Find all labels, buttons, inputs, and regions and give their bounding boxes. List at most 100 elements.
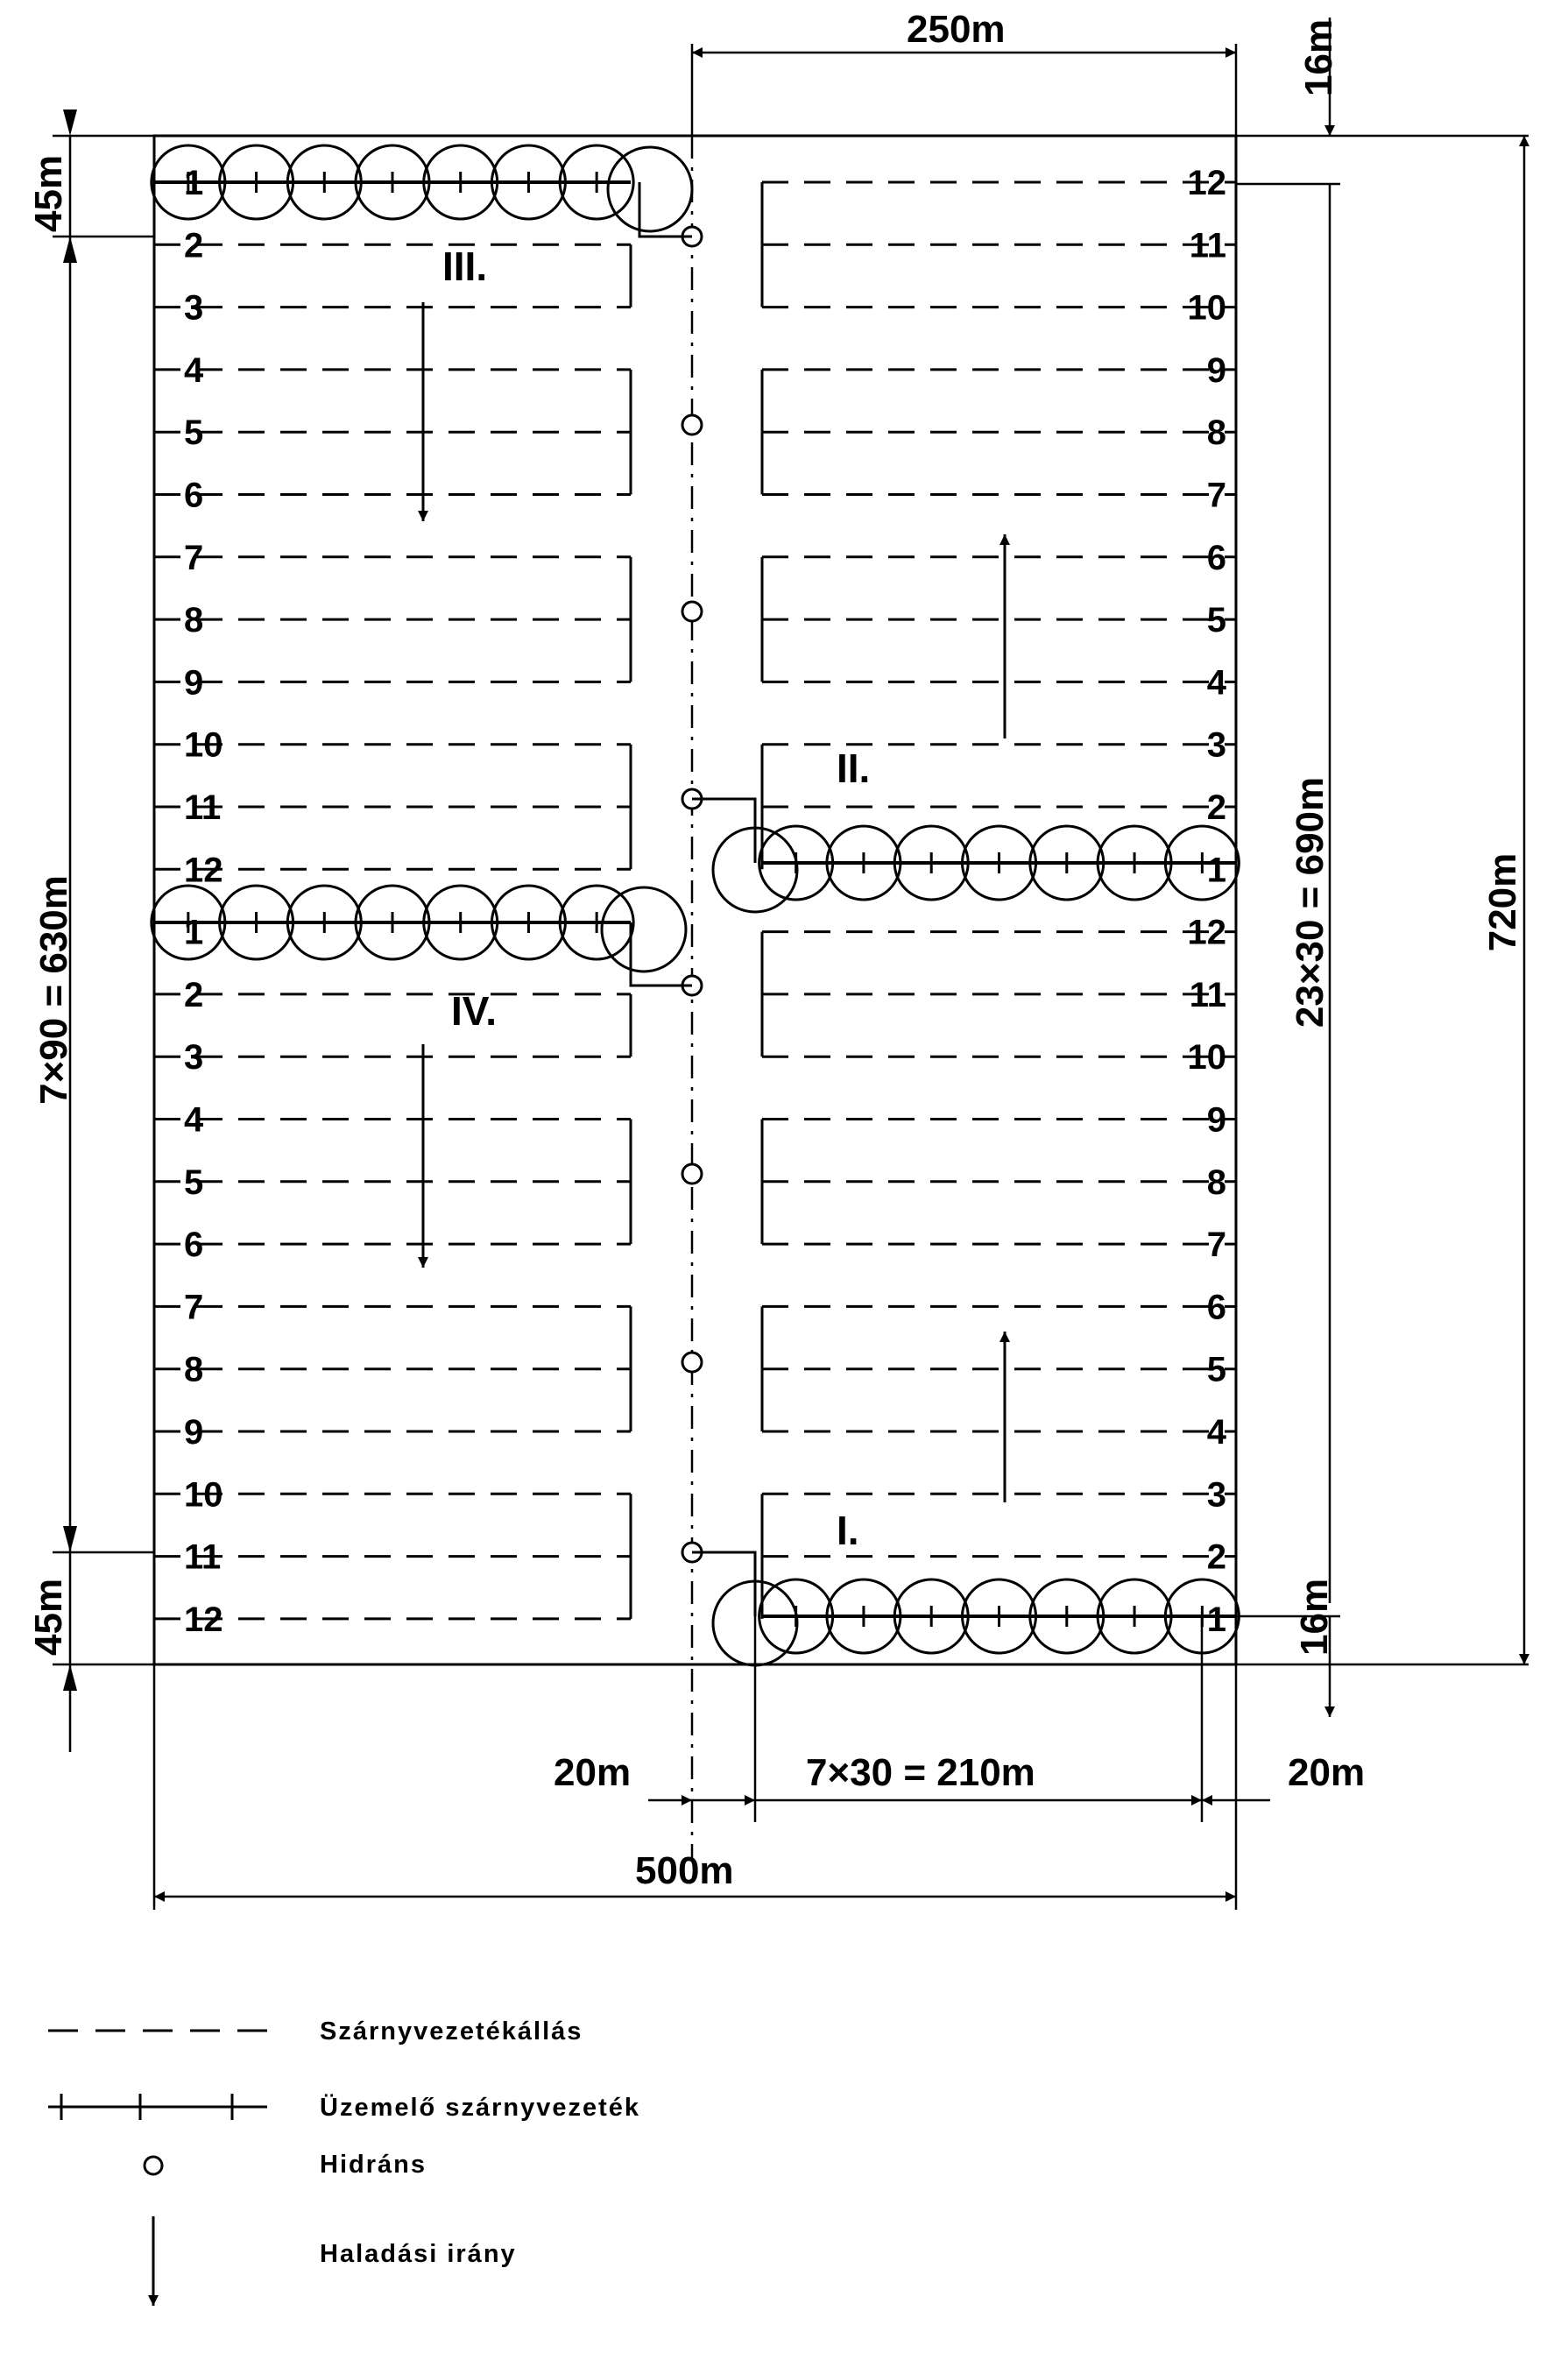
sprinkler-circle xyxy=(1096,1578,1173,1655)
left-row-number: 9 xyxy=(184,1413,203,1452)
section-label-i: I. xyxy=(837,1508,859,1553)
sprinkler-circle xyxy=(218,144,295,221)
left-row-number: 8 xyxy=(184,601,203,639)
left-row-number: 11 xyxy=(184,788,221,827)
sprinkler-circle xyxy=(558,884,635,961)
left-row-lines xyxy=(154,243,631,1621)
sprinkler-circle xyxy=(893,824,970,901)
right-row-number: 10 xyxy=(1188,1038,1227,1077)
hydrant xyxy=(681,413,703,436)
right-row-number: 2 xyxy=(1207,788,1226,827)
dim-label-20m-left: 20m xyxy=(554,1751,631,1794)
sprinkler-circle xyxy=(1028,1578,1105,1655)
legend-direction-label: Haladási irány xyxy=(320,2240,517,2268)
left-row-number: 6 xyxy=(184,1226,203,1264)
left-row-number: 5 xyxy=(184,413,203,452)
sprinkler-circle xyxy=(1096,824,1173,901)
dim-label-210m: 7×30 = 210m xyxy=(806,1751,1035,1794)
legend-hydrant-label: Hidráns xyxy=(320,2151,427,2179)
dim-label-500m: 500m xyxy=(635,1849,734,1892)
dim-label-20m-right: 20m xyxy=(1288,1751,1365,1794)
operating-lateral xyxy=(150,144,694,233)
left-row-number: 2 xyxy=(184,976,203,1014)
section-label-iv: IV. xyxy=(451,988,497,1034)
sprinkler-circle xyxy=(961,824,1037,901)
dim-label-690m: 23×30 = 690m xyxy=(1289,777,1331,1028)
operating-laterals xyxy=(150,144,1240,1667)
hydrant xyxy=(681,1162,703,1185)
left-row-number: 11 xyxy=(184,1538,221,1577)
sprinkler-circle xyxy=(558,144,635,221)
right-row-number: 8 xyxy=(1207,1163,1226,1202)
right-row-number: 12 xyxy=(1188,164,1227,202)
dim-label-16m-bottom: 16m xyxy=(1293,1579,1336,1656)
dim-label-720m: 720m xyxy=(1481,853,1524,952)
sprinkler-circle xyxy=(422,884,499,961)
left-row-number: 7 xyxy=(184,539,203,577)
right-row-number: 4 xyxy=(1207,1413,1227,1452)
sprinkler-circle xyxy=(961,1578,1037,1655)
left-row-number: 4 xyxy=(184,351,204,390)
section-label-iii: III. xyxy=(442,244,487,289)
left-row-number: 12 xyxy=(184,851,223,889)
dim-label-16m-top: 16m xyxy=(1297,19,1340,96)
sprinkler-circle xyxy=(422,144,499,221)
sprinkler-circle xyxy=(825,824,902,901)
legend-operating-lateral-symbol xyxy=(48,2094,267,2120)
direction-arrows xyxy=(418,302,1010,1502)
left-row-number: 9 xyxy=(184,663,203,702)
sprinkler-circle xyxy=(286,884,363,961)
right-row-number: 2 xyxy=(1207,1538,1226,1577)
legend-operating-label: Üzemelő szárnyvezeték xyxy=(320,2093,640,2122)
hydrant xyxy=(681,1351,703,1374)
sprinkler-circle-end xyxy=(600,886,688,973)
left-row-number: 3 xyxy=(184,1038,203,1077)
sprinkler-circle xyxy=(150,884,227,961)
operating-lateral xyxy=(711,824,1240,914)
hydrant-connections xyxy=(629,182,757,1616)
left-row-number: 10 xyxy=(184,726,223,765)
sprinkler-circle xyxy=(218,884,295,961)
sprinkler-circle xyxy=(286,144,363,221)
right-row-number: 11 xyxy=(1190,976,1226,1014)
right-row-number: 3 xyxy=(1207,1475,1226,1514)
right-row-lines xyxy=(762,180,1236,1558)
legend-hydrant-symbol xyxy=(143,2155,164,2176)
sprinkler-circle xyxy=(758,1578,835,1655)
right-row-number: 9 xyxy=(1207,1101,1226,1140)
right-row-number: 6 xyxy=(1207,539,1226,577)
sprinkler-circle xyxy=(1028,824,1105,901)
dim-label-45m-top: 45m xyxy=(27,155,70,232)
right-row-number: 4 xyxy=(1207,663,1227,702)
right-row-number: 7 xyxy=(1207,477,1226,515)
sprinkler-circle xyxy=(490,884,567,961)
section-label-ii: II. xyxy=(837,745,870,791)
operating-lateral xyxy=(711,1578,1240,1667)
left-row-number: 5 xyxy=(184,1163,203,1202)
right-row-number: 5 xyxy=(1207,601,1226,639)
hydrant xyxy=(681,600,703,623)
left-row-number: 12 xyxy=(184,1600,223,1639)
dimension-lines xyxy=(53,18,1529,1910)
right-row-number: 3 xyxy=(1207,726,1226,765)
operating-lateral xyxy=(150,884,688,973)
left-row-number: 1 xyxy=(184,914,203,952)
sprinkler-circle xyxy=(150,144,227,221)
left-row-number: 10 xyxy=(184,1475,223,1514)
left-row-number: 7 xyxy=(184,1288,203,1326)
left-row-number: 4 xyxy=(184,1101,204,1140)
dim-label-45m-bottom: 45m xyxy=(27,1579,70,1656)
left-row-number: 1 xyxy=(184,164,203,202)
legend-dashed-label: Szárnyvezetékállás xyxy=(320,2017,583,2046)
dim-label-250m: 250m xyxy=(907,8,1006,51)
right-row-number: 9 xyxy=(1207,351,1226,390)
sprinkler-circle xyxy=(490,144,567,221)
sprinkler-circle xyxy=(825,1578,902,1655)
right-row-number: 7 xyxy=(1207,1226,1226,1264)
left-row-number: 3 xyxy=(184,289,203,328)
sprinkler-circle xyxy=(758,824,835,901)
left-row-number: 6 xyxy=(184,477,203,515)
